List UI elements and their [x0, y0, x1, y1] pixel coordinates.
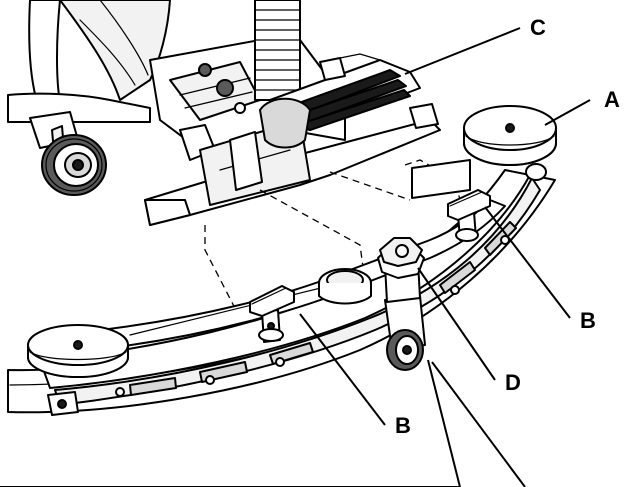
callout-label-c: C	[530, 15, 546, 40]
caster-wheel-left	[29, 111, 107, 196]
callout-label-a: A	[604, 87, 620, 112]
mounting-plate	[144, 97, 441, 226]
guide-wheel-right	[411, 105, 557, 199]
squeegee-assembly	[7, 169, 556, 416]
caster-wheel-center	[384, 295, 426, 371]
center-boss	[318, 268, 372, 305]
star-knob	[377, 237, 425, 303]
callout-label-b-right: B	[580, 308, 596, 333]
callout-leaders	[0, 27, 591, 487]
wing-screw-left	[249, 285, 295, 343]
suction-hose	[254, 0, 301, 101]
lever-handle	[269, 53, 421, 131]
wing-screw-right	[447, 189, 491, 242]
callout-label-d: D	[505, 370, 521, 395]
callout-label-b-left: B	[395, 413, 411, 438]
guide-wheel-left	[27, 324, 129, 378]
